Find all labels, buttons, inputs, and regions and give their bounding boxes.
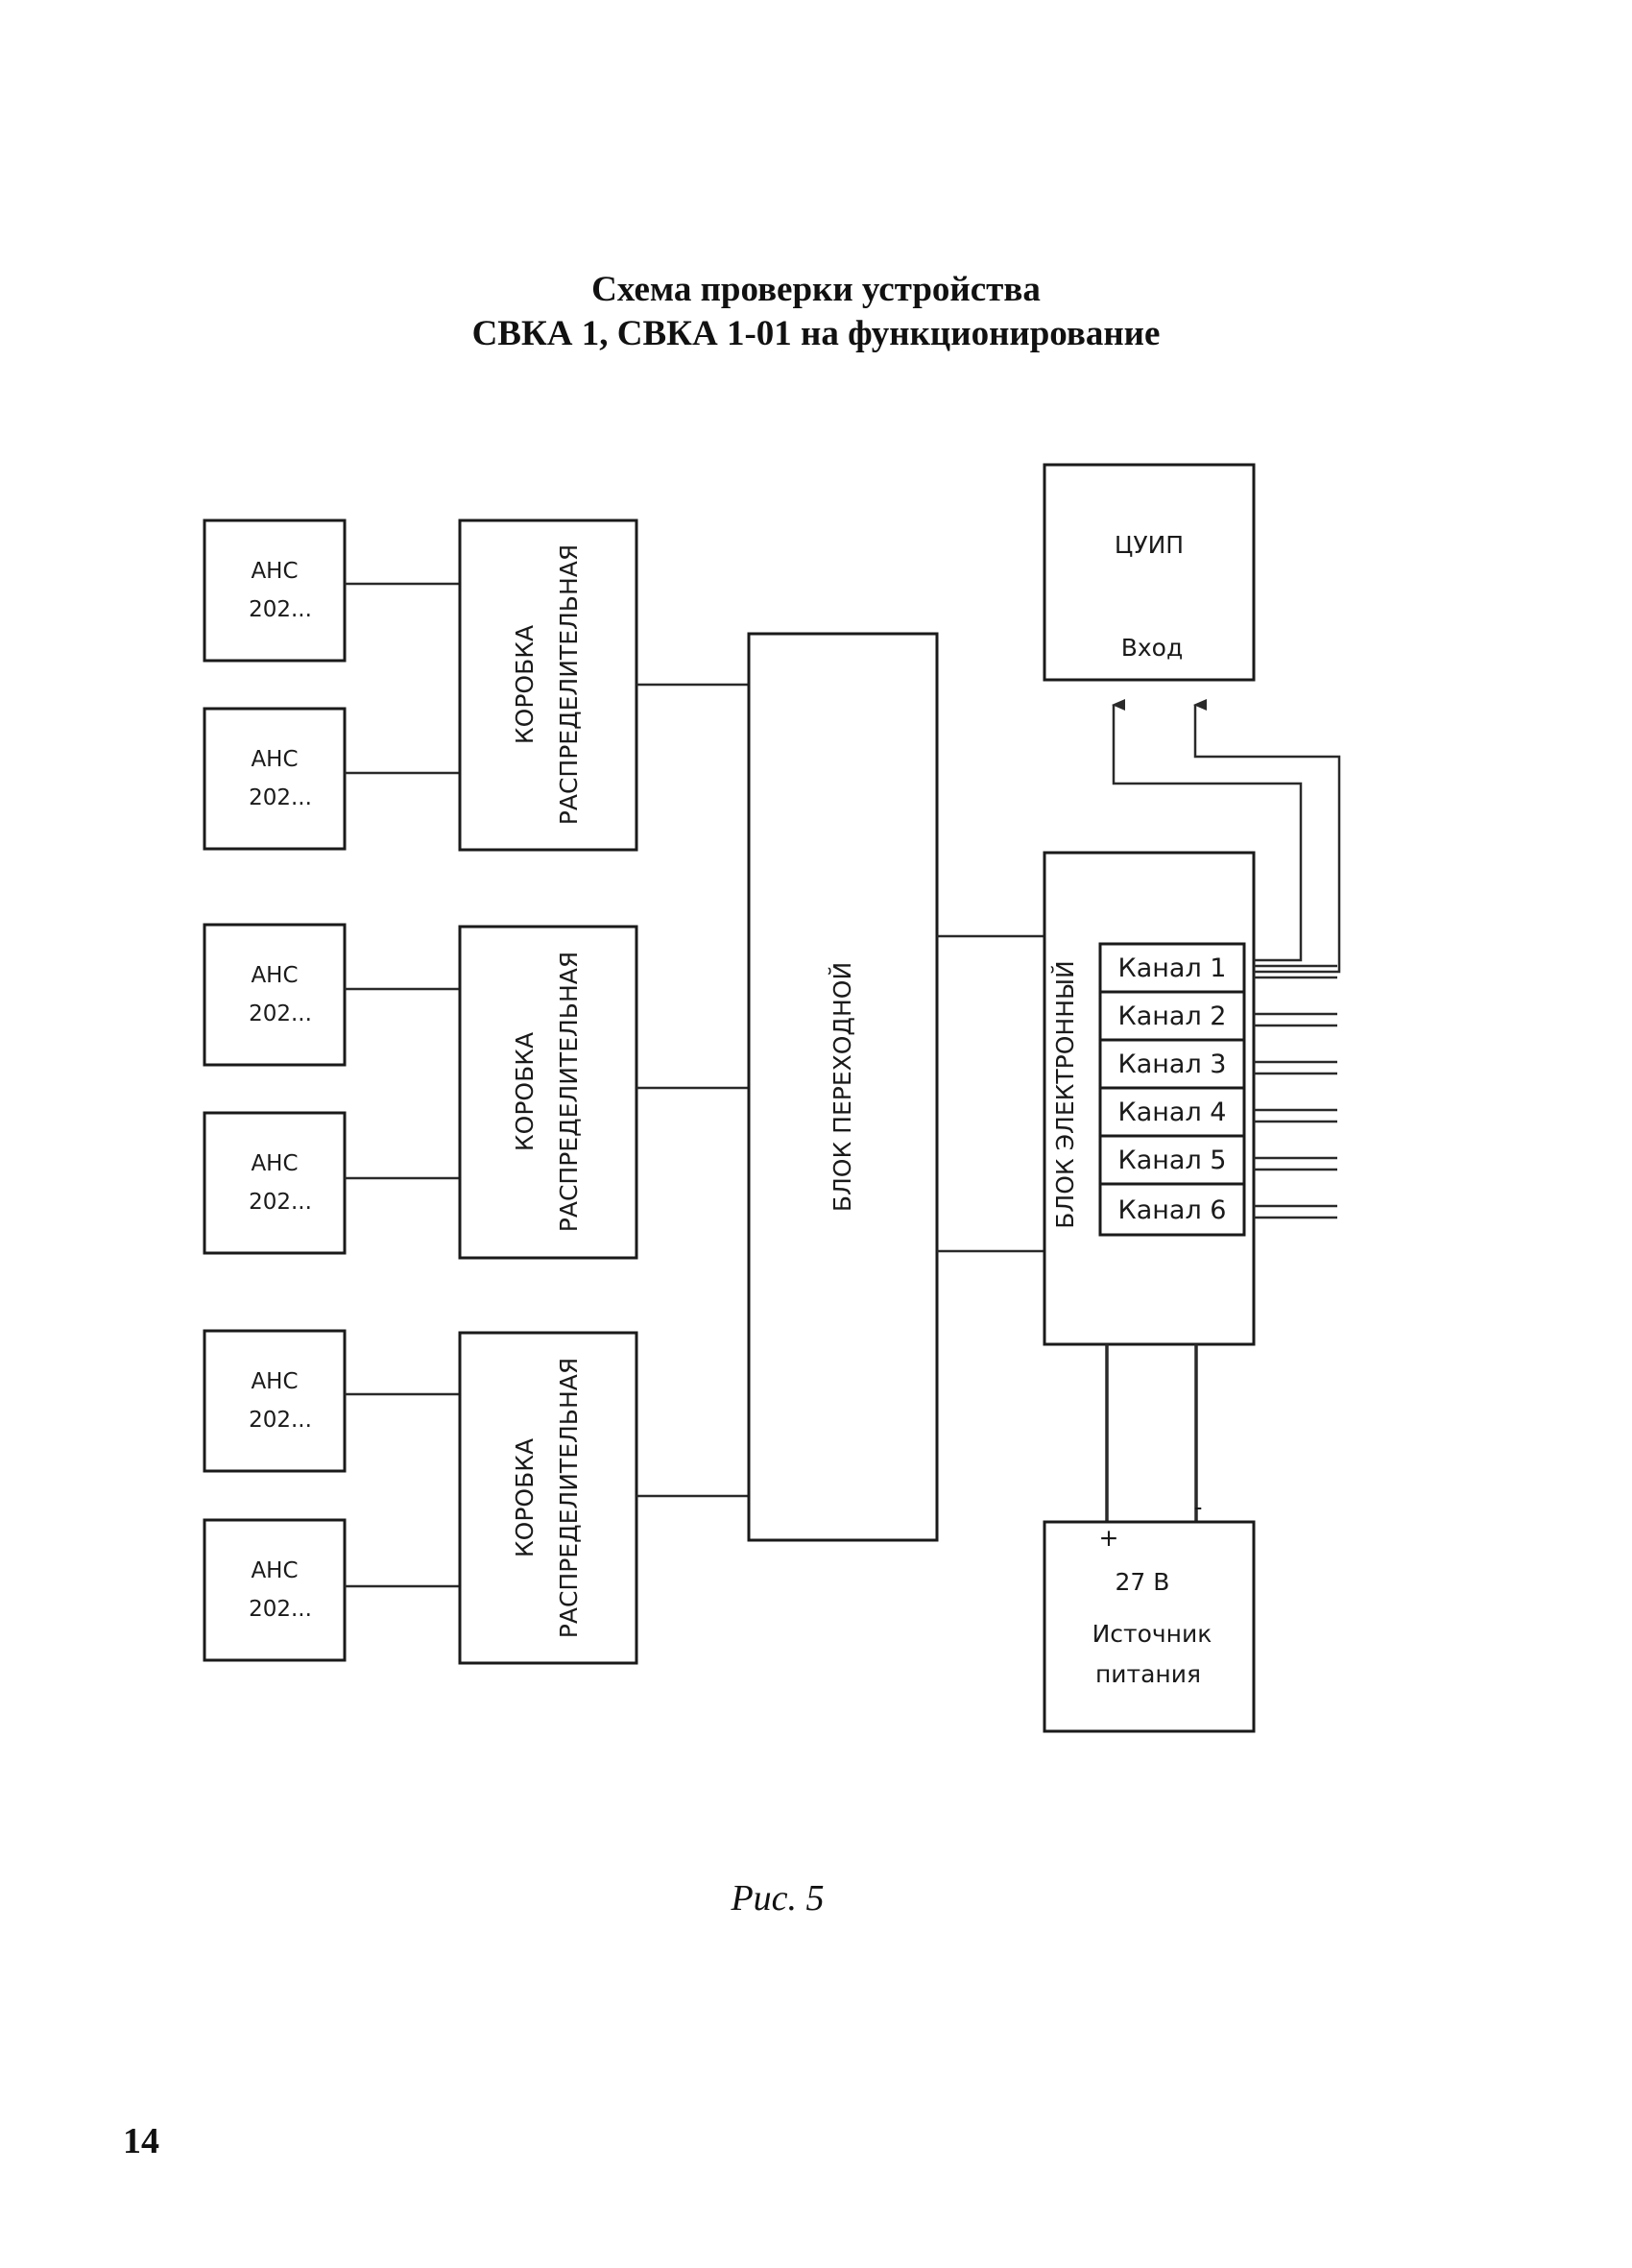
sensor-6-name: АНС bbox=[251, 1558, 298, 1583]
power-voltage: 27 В bbox=[1116, 1568, 1170, 1596]
power-supply: + - 27 В Источник питания bbox=[1043, 1493, 1256, 1733]
diagram-title-line2: СВКА 1, СВКА 1-01 на функционирование bbox=[471, 314, 1161, 353]
sensor-5-name: АНС bbox=[251, 1369, 298, 1394]
figure-caption: Рис. 5 bbox=[731, 1878, 825, 1918]
power-label-line1: Источник bbox=[1092, 1620, 1212, 1648]
junction-box-3-label2: РАСПРЕДЕЛИТЕЛЬНАЯ bbox=[555, 1358, 583, 1638]
channel-2 bbox=[1098, 990, 1246, 1042]
junction-box-2: КОРОБКА РАСПРЕДЕЛИТЕЛЬНАЯ bbox=[458, 925, 638, 1260]
channel-1 bbox=[1098, 942, 1246, 994]
sensor-2-name: АНС bbox=[251, 747, 298, 772]
sensor-5-model: 202... bbox=[249, 1408, 312, 1433]
digital-meter: ЦУИП Вход bbox=[1043, 463, 1256, 682]
page-number: 14 bbox=[123, 2121, 159, 2161]
diagram-title-line1: Схема проверки устройства bbox=[591, 270, 1041, 309]
channel-3 bbox=[1098, 1038, 1246, 1090]
junction-box-3-label1: КОРОБКА bbox=[511, 1438, 539, 1557]
sensor-3: АНС 202... bbox=[203, 923, 347, 1067]
sensor-1: АНС 202... bbox=[203, 519, 347, 663]
meter-name: ЦУИП bbox=[1115, 531, 1184, 559]
junction-box-2-label2: РАСПРЕДЕЛИТЕЛЬНАЯ bbox=[555, 952, 583, 1232]
sensor-1-name: АНС bbox=[251, 559, 298, 584]
sensor-3-model: 202... bbox=[249, 1001, 312, 1026]
channel-6-label: Канал 6 bbox=[1118, 1195, 1227, 1225]
channel-5-label: Канал 5 bbox=[1118, 1146, 1227, 1175]
sensor-6-model: 202... bbox=[249, 1597, 312, 1622]
arrow-channel1-meter-b bbox=[1193, 699, 1341, 974]
channel-1-label: Канал 1 bbox=[1118, 953, 1227, 983]
sensor-2: АНС 202... bbox=[203, 707, 347, 851]
channel-5 bbox=[1098, 1134, 1246, 1186]
power-label-line2: питания bbox=[1095, 1660, 1201, 1688]
adapter-block-label: БЛОК ПЕРЕХОДНОЙ bbox=[828, 962, 856, 1212]
sensor-2-model: 202... bbox=[249, 785, 312, 810]
meter-input-label: Вход bbox=[1121, 634, 1184, 662]
electronic-block-label: БЛОК ЭЛЕКТРОННЫЙ bbox=[1051, 960, 1079, 1229]
arrow-channel1-meter-a bbox=[1112, 699, 1303, 962]
sensor-4: АНС 202... bbox=[203, 1111, 347, 1255]
junction-box-1-label1: КОРОБКА bbox=[511, 625, 539, 744]
sensor-1-model: 202... bbox=[249, 597, 312, 622]
adapter-block: БЛОК ПЕРЕХОДНОЙ bbox=[747, 632, 939, 1542]
sensor-3-name: АНС bbox=[251, 963, 298, 988]
sensor-4-model: 202... bbox=[249, 1190, 312, 1215]
channel-output-wires bbox=[1254, 964, 1337, 1219]
sensor-6: АНС 202... bbox=[203, 1518, 347, 1662]
power-plus-terminal: + bbox=[1099, 1524, 1119, 1552]
channel-list: Канал 1 Канал 2 Канал 3 Канал 4 Канал 5 … bbox=[1098, 942, 1246, 1237]
junction-box-2-label1: КОРОБКА bbox=[511, 1032, 539, 1151]
channel-2-label: Канал 2 bbox=[1118, 1001, 1227, 1031]
sensor-5: АНС 202... bbox=[203, 1329, 347, 1473]
junction-box-3: КОРОБКА РАСПРЕДЕЛИТЕЛЬНАЯ bbox=[458, 1331, 638, 1665]
channel-3-label: Канал 3 bbox=[1118, 1050, 1227, 1079]
junction-box-1: КОРОБКА РАСПРЕДЕЛИТЕЛЬНАЯ bbox=[458, 519, 638, 852]
channel-4-label: Канал 4 bbox=[1118, 1098, 1227, 1127]
junction-box-1-label2: РАСПРЕДЕЛИТЕЛЬНАЯ bbox=[555, 544, 583, 825]
sensor-4-name: АНС bbox=[251, 1151, 298, 1176]
channel-6 bbox=[1098, 1182, 1246, 1237]
power-minus-terminal: - bbox=[1193, 1493, 1202, 1521]
